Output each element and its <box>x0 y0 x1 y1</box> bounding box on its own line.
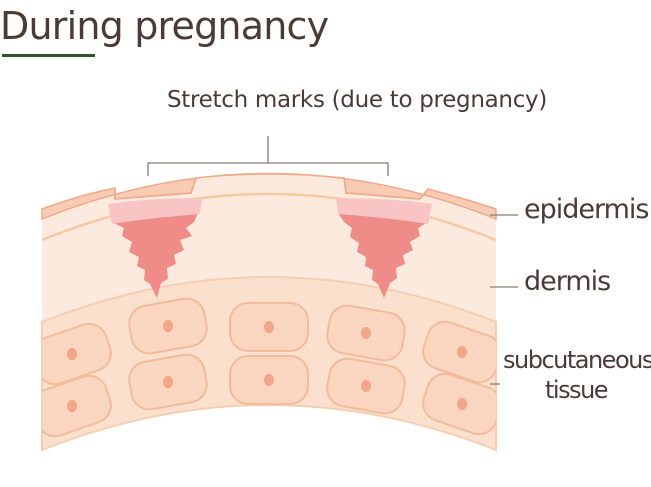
stretch-marks-label: Stretch marks (due to pregnancy) <box>167 87 548 113</box>
subcutaneous-label-line2: tissue <box>545 376 609 404</box>
fat-cell <box>42 322 112 386</box>
dermis-label: dermis <box>524 266 611 297</box>
stretch-mark-left-band <box>108 198 202 224</box>
fat-cell <box>422 320 496 384</box>
fat-cell <box>326 304 406 362</box>
subcutaneous-label-line1: subcutaneous <box>503 346 651 374</box>
fat-cell <box>128 353 208 411</box>
title-underline <box>2 54 95 57</box>
fat-cells <box>42 297 496 438</box>
fat-cell <box>229 302 309 352</box>
fat-cell <box>42 374 112 438</box>
stretch-mark-right-notch <box>343 177 429 200</box>
epidermis-label: epidermis <box>524 194 649 225</box>
page-title: During pregnancy <box>0 4 329 48</box>
fat-cell <box>422 372 496 436</box>
dermis-boundary-line <box>41 192 497 242</box>
stretch-mark-left-notch <box>114 177 197 200</box>
stretch-mark-right-tear <box>338 213 428 298</box>
stretch-mark-right-band <box>336 198 432 224</box>
fat-cell <box>128 297 208 355</box>
fat-cell <box>229 355 309 405</box>
stretch-marks-bracket <box>147 136 389 176</box>
stretch-mark-left-tear <box>112 213 198 298</box>
fat-cell <box>326 357 406 415</box>
